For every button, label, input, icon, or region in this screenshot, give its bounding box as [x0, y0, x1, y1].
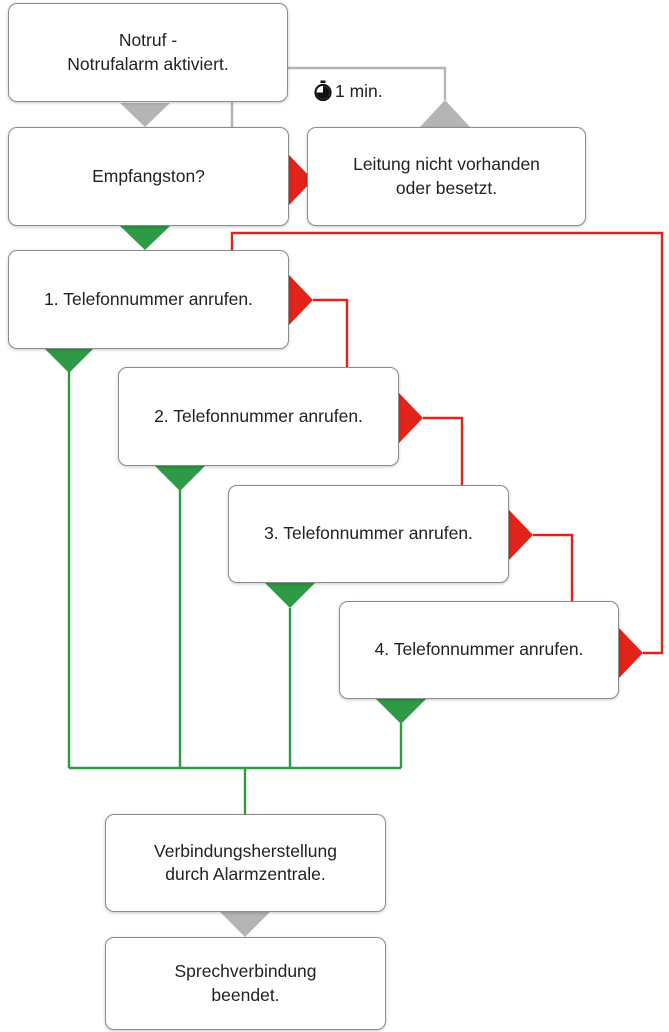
notruf-to-empfangston-arrow: [120, 103, 170, 127]
stopwatch-icon: [314, 80, 332, 102]
tel4-no-loop-line: [230, 231, 664, 655]
node-leitung: Leitung nicht vorhanden oder besetzt.: [307, 127, 586, 226]
node-verbindung-line1: Verbindungsherstellung: [154, 840, 337, 861]
tel4-no-arrow: [619, 628, 643, 678]
empfangston-no-arrow: [289, 155, 313, 205]
node-leitung-line2: oder besetzt.: [395, 177, 498, 198]
node-notruf-line2: Notrufalarm aktiviert.: [67, 53, 229, 74]
node-tel4-line1: 4. Telefonnummer anrufen.: [374, 639, 584, 660]
node-sprech: Sprechverbindung beendet.: [105, 937, 386, 1030]
node-leitung-line1: Leitung nicht vorhanden: [353, 154, 540, 175]
tel3-no-arrow: [509, 510, 533, 560]
node-tel3: 3. Telefonnummer anrufen.: [228, 485, 509, 583]
timer-text: 1 min.: [335, 80, 383, 101]
tel3-no-line: [533, 533, 574, 601]
node-tel2-line1: 2. Telefonnummer anrufen.: [154, 405, 363, 426]
node-verbindung: Verbindungsherstellung durch Alarmzentra…: [105, 814, 386, 912]
node-notruf-line1: Notruf -: [118, 30, 178, 51]
tel4-yes-arrow: [376, 699, 426, 724]
tel2-no-arrow: [399, 393, 423, 443]
node-sprech-line2: beendet.: [211, 984, 280, 1005]
node-verbindung-line2: durch Alarmzentrale.: [165, 864, 326, 884]
verbindung-to-sprech-arrow: [220, 912, 270, 937]
node-empfangston-line1: Empfangston?: [92, 165, 205, 186]
tel2-yes-arrow: [155, 466, 205, 491]
node-tel2: 2. Telefonnummer anrufen.: [118, 367, 399, 466]
node-empfangston: Empfangston?: [8, 127, 289, 226]
tel2-no-line: [423, 416, 464, 485]
node-tel3-line1: 3. Telefonnummer anrufen.: [264, 523, 473, 544]
node-notruf: Notruf - Notrufalarm aktiviert.: [8, 3, 288, 102]
tel3-yes-arrow: [265, 583, 315, 608]
tel1-no-line: [313, 298, 349, 367]
node-tel1-line1: 1. Telefonnummer anrufen.: [44, 288, 253, 309]
retry-arrow: [420, 100, 470, 127]
empfangston-yes-arrow: [120, 226, 170, 250]
node-tel1: 1. Telefonnummer anrufen.: [8, 250, 289, 349]
node-sprech-line1: Sprechverbindung: [174, 961, 317, 982]
tel1-yes-arrow: [44, 348, 94, 373]
node-tel4: 4. Telefonnummer anrufen.: [339, 601, 619, 699]
tel1-no-arrow: [289, 275, 313, 325]
timer-label: 1 min.: [313, 80, 383, 102]
